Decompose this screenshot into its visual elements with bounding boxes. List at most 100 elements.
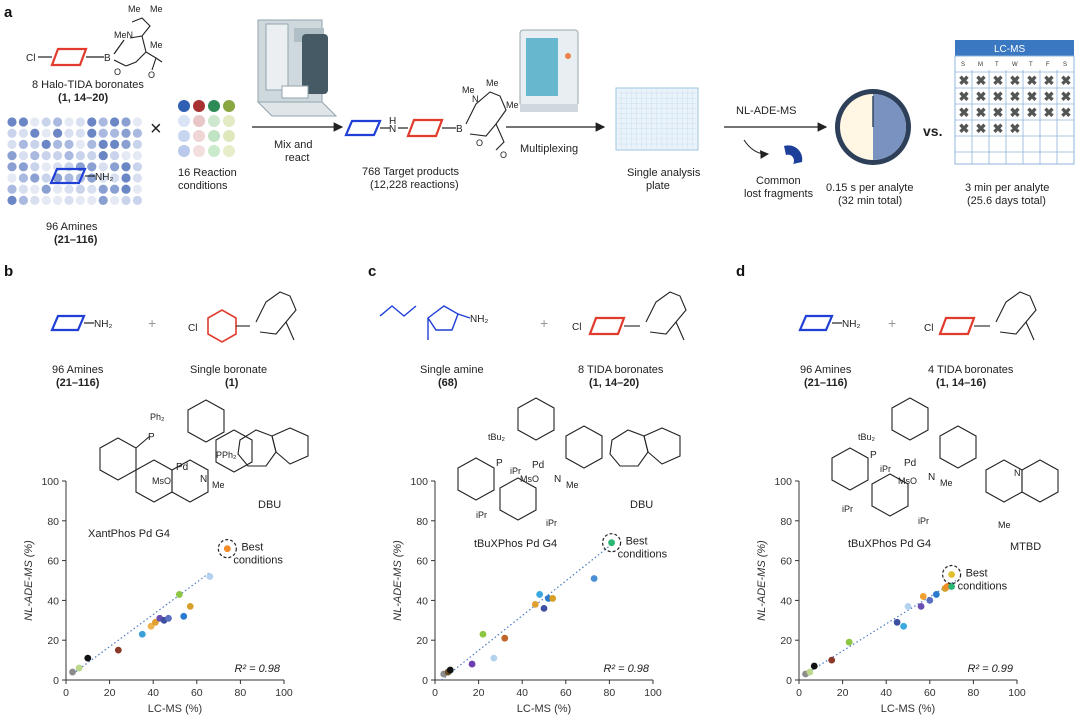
data-point xyxy=(536,591,544,598)
data-point xyxy=(926,597,934,604)
x-tick-label: 20 xyxy=(104,687,116,699)
plate-well xyxy=(132,173,142,183)
calendar-cross-icon: ✖ xyxy=(959,105,970,120)
trendline xyxy=(72,572,211,675)
data-point xyxy=(223,545,231,553)
data-point xyxy=(175,591,183,598)
plate-well xyxy=(18,173,28,183)
plate-well xyxy=(121,139,131,149)
tbuxphos-catalyst-structure-d: P tBu₂ Pd MsO N Me iPr iPr iPr xyxy=(831,397,977,526)
plate-well xyxy=(87,184,97,194)
reagent2-d-2: (1, 14–16) xyxy=(936,377,986,389)
x-tick-label: 80 xyxy=(604,687,616,699)
plate-well xyxy=(18,139,28,149)
product-n-plus-label: N xyxy=(472,94,479,104)
plate-caption-1: Single analysis xyxy=(627,167,701,179)
conditions-caption-1: 16 Reaction xyxy=(178,167,237,179)
data-point xyxy=(501,634,509,642)
reagent1-b-2: (21–116) xyxy=(56,377,100,389)
data-point xyxy=(84,654,92,662)
plate-well xyxy=(53,184,63,194)
calendar-weekday: M xyxy=(978,62,983,68)
reagent1-d-2: (21–116) xyxy=(804,377,848,389)
me-label-1: Me xyxy=(128,4,141,14)
panel-b: b NH₂ + Cl 96 Amines (21–116) Single bor… xyxy=(4,263,309,715)
data-point xyxy=(531,600,539,608)
nl-ade-ms-caption: NL-ADE-MS xyxy=(736,105,797,117)
plate-well xyxy=(7,117,17,127)
plate-well xyxy=(110,151,120,161)
calendar-cross-icon: ✖ xyxy=(1010,105,1021,120)
plate-well xyxy=(41,195,51,205)
plate-well xyxy=(132,117,142,127)
x-tick-label: 40 xyxy=(516,687,528,699)
calendar-cross-icon: ✖ xyxy=(1010,89,1021,104)
reagent1-d-1: 96 Amines xyxy=(800,364,852,376)
ipr-label-d-1: iPr xyxy=(880,464,891,474)
x-tick-label: 20 xyxy=(837,687,849,699)
plate-well xyxy=(98,151,108,161)
mso-label-b: MsO xyxy=(152,476,171,486)
catalyst-c: tBuXPhos Pd G4 xyxy=(474,538,557,550)
calendar-cross-icon: ✖ xyxy=(993,73,1004,88)
multiply-sign: × xyxy=(150,118,162,140)
condition-dot xyxy=(193,100,205,112)
data-point xyxy=(549,595,557,602)
y-tick-label: 60 xyxy=(416,556,428,568)
product-n-label: N xyxy=(389,124,396,135)
plus-sign-c: + xyxy=(540,315,548,331)
plate-well xyxy=(7,128,17,138)
mix-caption-2: react xyxy=(285,152,309,164)
plate-well xyxy=(110,173,120,183)
me-label-2: Me xyxy=(150,4,163,14)
data-point xyxy=(948,571,955,578)
plate-well xyxy=(30,162,40,172)
cl-label-d: Cl xyxy=(924,323,933,334)
calendar-cross-icon: ✖ xyxy=(1061,73,1072,88)
phosphorus-label-d: P xyxy=(870,450,877,461)
plate-well xyxy=(110,139,120,149)
condition-dot xyxy=(178,145,190,157)
product-me-label-3: Me xyxy=(506,100,519,110)
products-caption-2: (12,228 reactions) xyxy=(370,179,459,191)
best-conditions-marker xyxy=(941,564,962,585)
plate-well xyxy=(41,128,51,138)
y-tick-label: 40 xyxy=(47,595,59,607)
products-caption-1: 768 Target products xyxy=(362,166,460,178)
condition-dot xyxy=(193,115,205,127)
plate-well xyxy=(121,173,131,183)
y-tick-label: 100 xyxy=(41,476,59,488)
data-point xyxy=(138,630,146,638)
halo-arene-ring xyxy=(50,47,88,67)
calendar-weekday: S xyxy=(1063,62,1067,68)
r-squared-label: R² = 0.98 xyxy=(603,663,649,675)
nh2-label-d: NH₂ xyxy=(842,319,860,330)
plate-well xyxy=(110,184,120,194)
calendar-cross-icon: ✖ xyxy=(1044,105,1055,120)
plate-well xyxy=(18,195,28,205)
plate-well xyxy=(121,195,131,205)
y-tick-label: 80 xyxy=(47,516,59,528)
plate-well xyxy=(87,195,97,205)
reagent2-c-1: 8 TIDA boronates xyxy=(578,364,664,376)
condition-dot xyxy=(208,100,220,112)
calendar-weekday: T xyxy=(995,62,999,68)
dbu-structure-c xyxy=(609,427,681,467)
best-conditions-label: Best xyxy=(241,542,263,554)
data-point xyxy=(468,660,476,668)
data-point xyxy=(919,593,927,600)
plate-well xyxy=(64,117,74,127)
y-axis-label: NL-ADE-MS (%) xyxy=(23,540,35,621)
calendar-weekday: S xyxy=(961,62,965,68)
calendar-cross-icon: ✖ xyxy=(993,89,1004,104)
plate-well xyxy=(121,162,131,172)
reagent2-c-2: (1, 14–20) xyxy=(589,377,639,389)
plate-well xyxy=(7,151,17,161)
y-tick-label: 0 xyxy=(786,675,792,687)
plate-well xyxy=(87,128,97,138)
y-tick-label: 80 xyxy=(780,516,792,528)
plate-well xyxy=(87,162,97,172)
plate-well xyxy=(98,195,108,205)
nitrogen-label-d: N xyxy=(928,472,935,483)
men-label: MeN xyxy=(114,30,133,40)
